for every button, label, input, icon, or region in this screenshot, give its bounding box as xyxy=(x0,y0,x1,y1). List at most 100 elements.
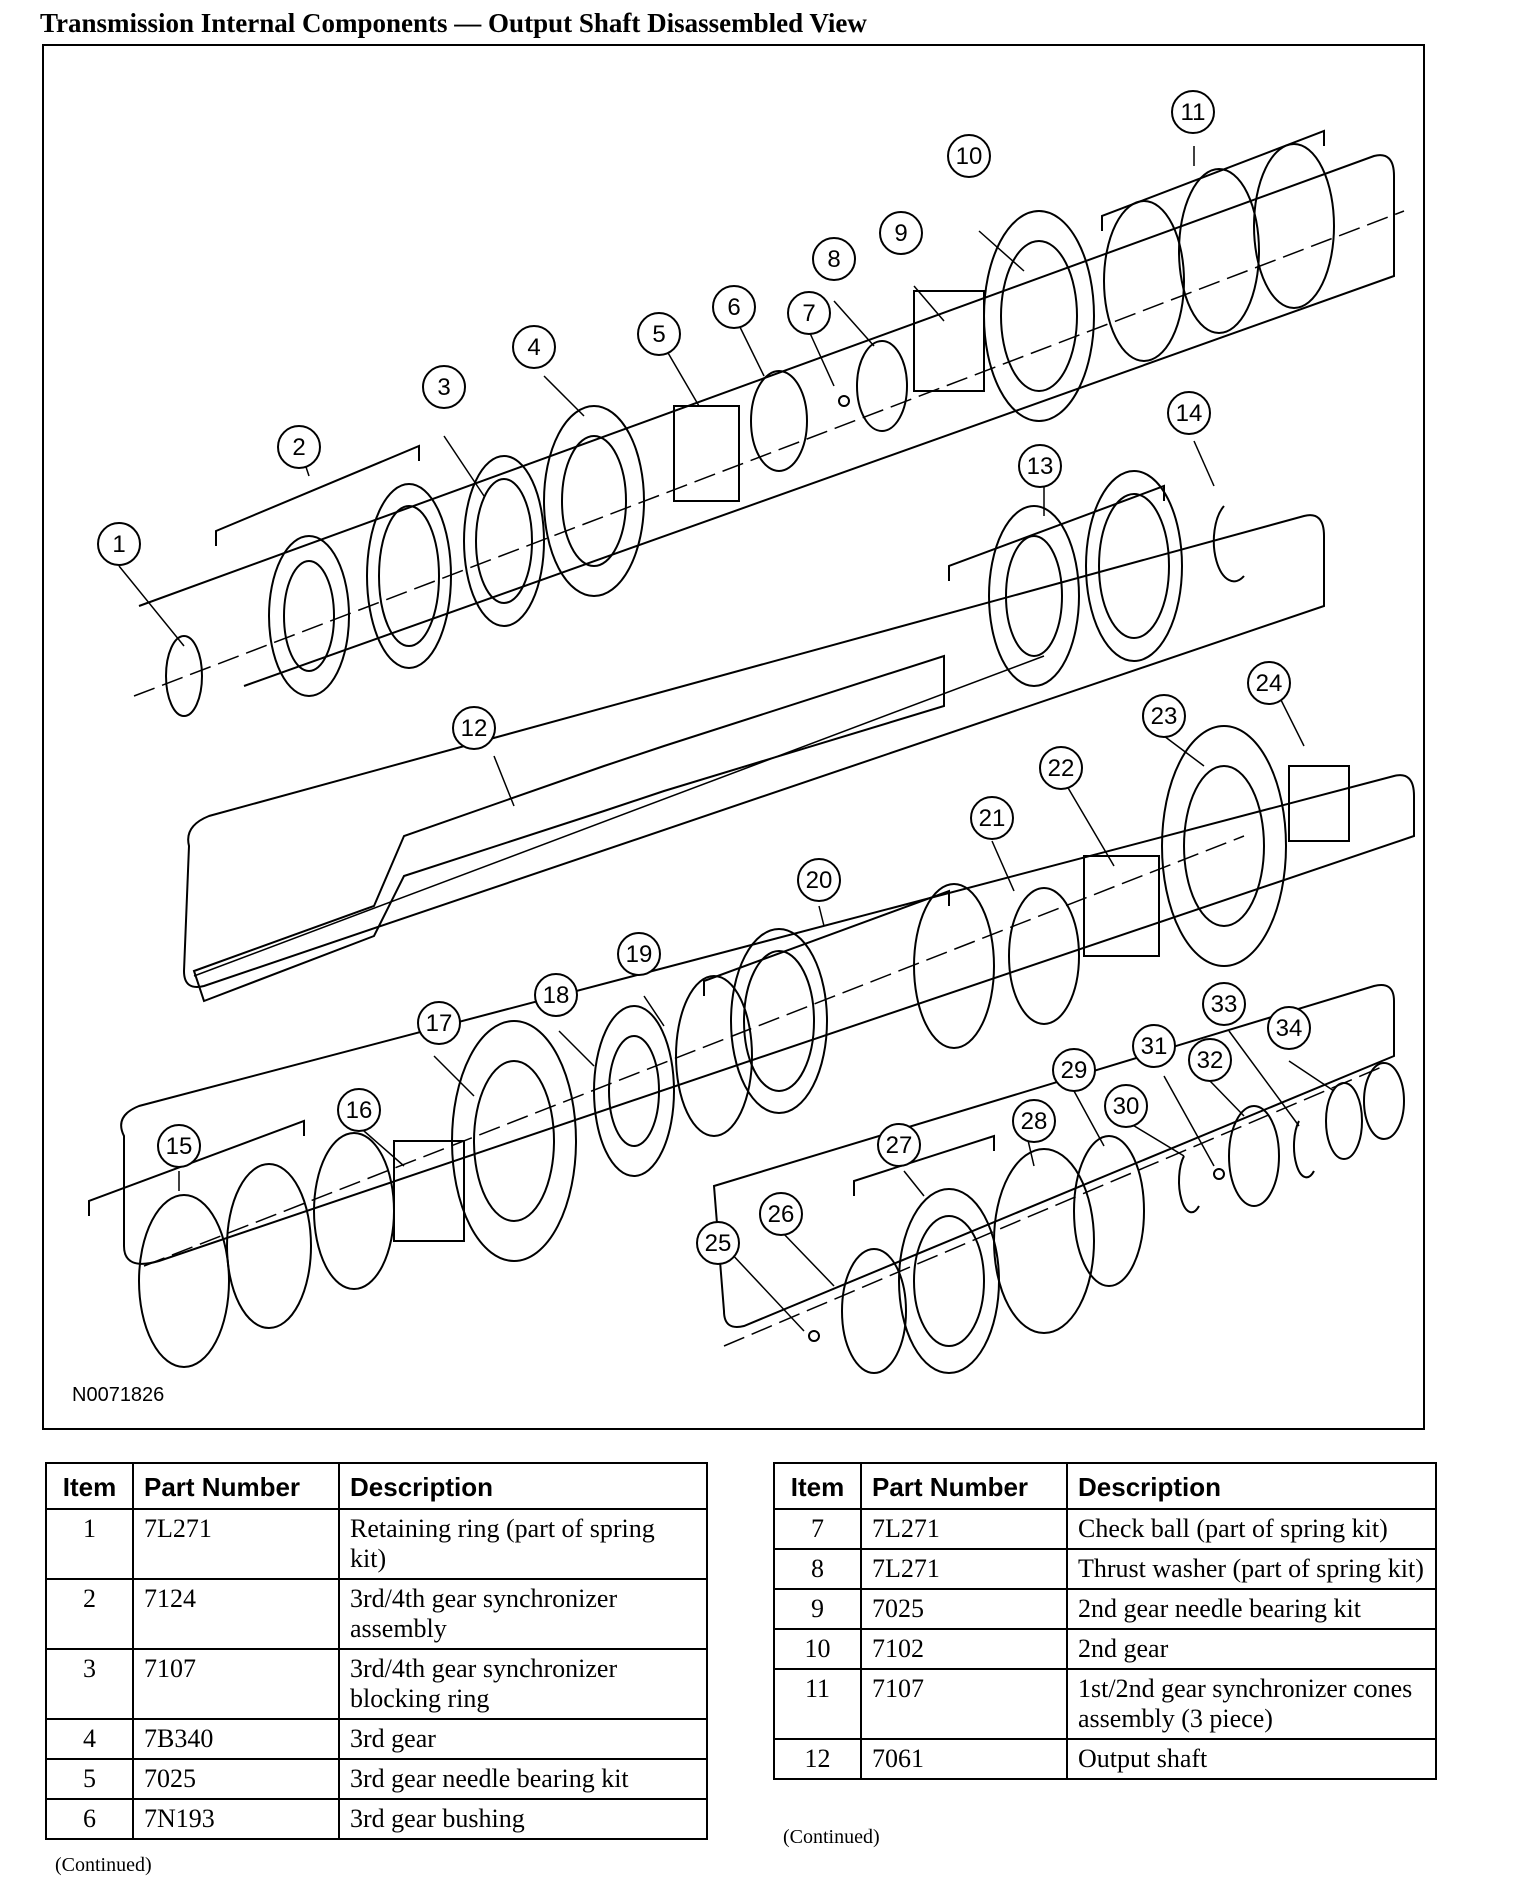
cell-part-number: 7107 xyxy=(860,1668,1068,1740)
callout-label: 3 xyxy=(437,374,450,401)
callout-circle xyxy=(1039,746,1083,790)
exploded-diagram: 1 2 3 4 5 6 7 8 9 10 11 12 13 14 15 16 1… xyxy=(42,44,1425,1430)
cell-description: 3rd gear bushing xyxy=(338,1798,708,1840)
callout-label: 2 xyxy=(292,434,305,461)
cell-part-number: 7L271 xyxy=(132,1508,340,1580)
callout-label: 27 xyxy=(886,1132,913,1159)
table-row: 8 7L271 Thrust washer (part of spring ki… xyxy=(773,1548,1437,1590)
cell-description: 1st/2nd gear synchronizer cones assembly… xyxy=(1066,1668,1437,1740)
diagram-canvas: 1 2 3 4 5 6 7 8 9 10 11 12 13 14 15 16 1… xyxy=(88,90,1415,1374)
cell-part-number: 7061 xyxy=(860,1738,1068,1780)
table-header-row: Item Part Number Description xyxy=(45,1462,708,1510)
cell-part-number: 7L271 xyxy=(860,1508,1068,1550)
callout-label: 9 xyxy=(894,220,907,247)
callout-label: 17 xyxy=(426,1010,453,1037)
callout-label: 16 xyxy=(346,1097,373,1124)
callout-circle xyxy=(637,312,681,356)
callout-label: 4 xyxy=(527,334,540,361)
callout-label: 15 xyxy=(166,1133,193,1160)
callout-label: 21 xyxy=(979,805,1006,832)
callout-circle xyxy=(797,858,841,902)
callout-circle xyxy=(1171,90,1215,134)
callout-label: 8 xyxy=(827,246,840,273)
callout-circle xyxy=(97,522,141,566)
cell-item: 3 xyxy=(45,1648,134,1720)
callout-label: 22 xyxy=(1048,755,1075,782)
callout-label: 18 xyxy=(543,982,570,1009)
callout-label: 14 xyxy=(1176,400,1203,427)
figure-id: N0071826 xyxy=(72,1384,165,1406)
cell-item: 10 xyxy=(773,1628,862,1670)
callout-circle xyxy=(512,325,556,369)
header-part-number: Part Number xyxy=(860,1462,1068,1510)
callout-label: 11 xyxy=(1181,99,1206,126)
cell-item: 9 xyxy=(773,1588,862,1630)
cell-item: 8 xyxy=(773,1548,862,1590)
callout-circle xyxy=(696,1221,740,1265)
callout-circle xyxy=(1132,1024,1176,1068)
cell-item: 5 xyxy=(45,1758,134,1800)
cell-item: 1 xyxy=(45,1508,134,1580)
callout-circle xyxy=(759,1192,803,1236)
cell-description: Check ball (part of spring kit) xyxy=(1066,1508,1437,1550)
callout-label: 26 xyxy=(768,1201,795,1228)
table-header-row: Item Part Number Description xyxy=(773,1462,1437,1510)
table-row: 9 7025 2nd gear needle bearing kit xyxy=(773,1588,1437,1630)
cell-description: 2nd gear xyxy=(1066,1628,1437,1670)
callout-circle xyxy=(337,1088,381,1132)
callout-circle xyxy=(970,796,1014,840)
cell-part-number: 7025 xyxy=(860,1588,1068,1630)
cell-description: Output shaft xyxy=(1066,1738,1437,1780)
table-row: 12 7061 Output shaft xyxy=(773,1738,1437,1780)
table-row: 5 7025 3rd gear needle bearing kit xyxy=(45,1758,708,1800)
table-row: 3 7107 3rd/4th gear synchronizer blockin… xyxy=(45,1648,708,1720)
callout-label: 10 xyxy=(956,143,983,170)
callout-circle xyxy=(1202,982,1246,1026)
cell-part-number: 7102 xyxy=(860,1628,1068,1670)
header-description: Description xyxy=(1066,1462,1437,1510)
cell-part-number: 7025 xyxy=(132,1758,340,1800)
cell-part-number: 7N193 xyxy=(132,1798,340,1840)
table-row: 1 7L271 Retaining ring (part of spring k… xyxy=(45,1508,708,1580)
table-row: 10 7102 2nd gear xyxy=(773,1628,1437,1670)
callout-circle xyxy=(877,1123,921,1167)
table-row: 7 7L271 Check ball (part of spring kit) xyxy=(773,1508,1437,1550)
cell-item: 11 xyxy=(773,1668,862,1740)
cell-item: 6 xyxy=(45,1798,134,1840)
cell-description: Retaining ring (part of spring kit) xyxy=(338,1508,708,1580)
cell-description: Thrust washer (part of spring kit) xyxy=(1066,1548,1437,1590)
callout-label: 28 xyxy=(1021,1108,1048,1135)
cell-part-number: 7107 xyxy=(132,1648,340,1720)
header-part-number: Part Number xyxy=(132,1462,340,1510)
cell-item: 2 xyxy=(45,1578,134,1650)
parts-table-left: Item Part Number Description 1 7L271 Ret… xyxy=(45,1462,708,1840)
callout-label: 7 xyxy=(802,300,815,327)
callout-circle xyxy=(1188,1038,1232,1082)
callout-circle xyxy=(617,932,661,976)
cell-description: 2nd gear needle bearing kit xyxy=(1066,1588,1437,1630)
callout-circle xyxy=(1052,1048,1096,1092)
callout-label: 20 xyxy=(806,867,833,894)
cell-part-number: 7L271 xyxy=(860,1548,1068,1590)
callout-circle xyxy=(1104,1084,1148,1128)
callout-circle xyxy=(1247,661,1291,705)
cell-part-number: 7124 xyxy=(132,1578,340,1650)
header-description: Description xyxy=(338,1462,708,1510)
cell-item: 12 xyxy=(773,1738,862,1780)
callout-circle xyxy=(534,973,578,1017)
callout-circle xyxy=(452,706,496,750)
callout-label: 29 xyxy=(1061,1057,1088,1084)
header-item: Item xyxy=(45,1462,134,1510)
continued-note-left: (Continued) xyxy=(55,1854,152,1876)
callout-label: 30 xyxy=(1113,1093,1140,1120)
cell-item: 4 xyxy=(45,1718,134,1760)
callout-circle xyxy=(1167,391,1211,435)
callout-label: 12 xyxy=(461,715,488,742)
cell-item: 7 xyxy=(773,1508,862,1550)
callout-label: 6 xyxy=(727,294,740,321)
table-row: 2 7124 3rd/4th gear synchronizer assembl… xyxy=(45,1578,708,1650)
callout-circle xyxy=(1012,1099,1056,1143)
callout-label: 5 xyxy=(652,321,665,348)
callout-circle xyxy=(1142,694,1186,738)
cell-description: 3rd/4th gear synchronizer blocking ring xyxy=(338,1648,708,1720)
